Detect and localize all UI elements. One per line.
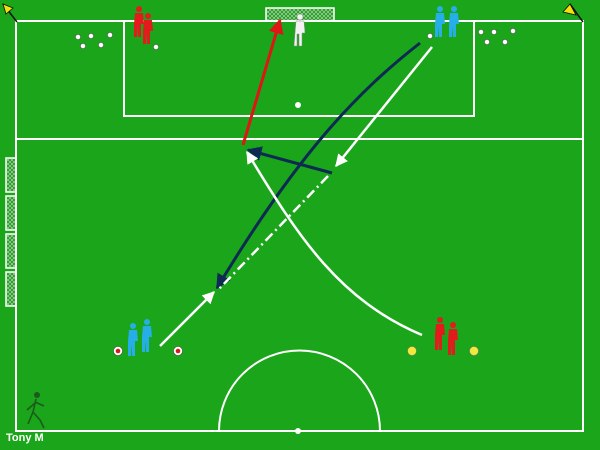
soccer-ball-icon	[88, 33, 94, 39]
blue-player-group-top	[435, 6, 459, 37]
soccer-ball-icon	[107, 32, 113, 38]
pass-arrow-long	[215, 41, 421, 290]
cone-icon	[469, 346, 479, 356]
soccer-ball-icon	[427, 33, 433, 39]
soccer-ball-icon	[510, 28, 516, 34]
red-player-group-bottom	[435, 317, 458, 355]
cone-icon	[173, 346, 183, 356]
author-credit: Tony M	[6, 432, 44, 444]
corner-flag-icon	[562, 3, 584, 23]
cone-icon	[407, 346, 417, 356]
player-icon	[449, 6, 459, 37]
soccer-ball-icon	[491, 29, 497, 35]
run-arrow-top-right	[335, 46, 433, 167]
pass-arrow-short	[246, 146, 333, 175]
dribble-line	[217, 175, 329, 291]
player-icon	[448, 322, 458, 355]
player-icon	[128, 323, 138, 356]
player-icon	[134, 6, 144, 37]
mini-goal-icon	[5, 271, 17, 307]
soccer-ball-icon	[484, 39, 490, 45]
blue-player-group-bottom	[128, 319, 152, 356]
player-icon	[435, 6, 445, 37]
corner-flag-icon	[2, 3, 18, 23]
soccer-ball-icon	[478, 29, 484, 35]
run-arrow-bottom-left	[159, 291, 215, 347]
cone-icon	[113, 346, 123, 356]
player-icon	[142, 319, 152, 352]
soccer-ball-icon	[75, 34, 81, 40]
goalkeeper-icon	[293, 13, 306, 47]
shot-arrow	[241, 18, 284, 146]
ball-cluster-left	[75, 32, 159, 50]
player-icon	[143, 13, 153, 44]
soccer-ball-icon	[502, 39, 508, 45]
soccer-ball-icon	[153, 44, 159, 50]
center-spot	[295, 428, 301, 434]
kicker-silhouette-icon	[26, 392, 45, 429]
soccer-ball-icon	[98, 42, 104, 48]
mini-goal-icon	[5, 195, 17, 231]
red-player-group-top	[134, 6, 153, 44]
mini-goal-icon	[5, 233, 17, 269]
center-circle	[218, 349, 381, 432]
curved-run-arrow	[245, 150, 423, 337]
penalty-spot	[295, 102, 301, 108]
player-icon	[435, 317, 445, 350]
soccer-ball-icon	[80, 43, 86, 49]
ball-cluster-right	[427, 28, 516, 45]
mini-goal-icon	[5, 157, 17, 193]
